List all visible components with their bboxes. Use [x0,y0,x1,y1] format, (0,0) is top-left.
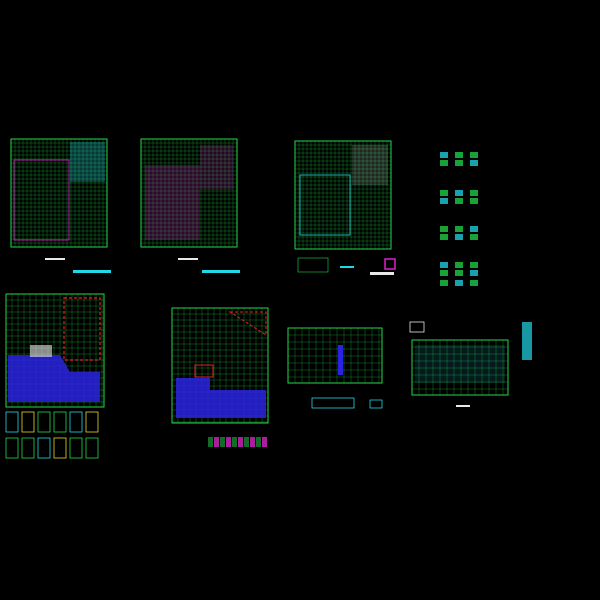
sheet-plan-2[interactable] [140,138,240,273]
sheet-plan-3-label [370,272,394,275]
detail-glyph [470,152,478,158]
detail-glyph [470,262,478,268]
detail-glyph [455,234,463,240]
detail-glyph [440,280,448,286]
legend-swatch [214,437,219,447]
detail-glyph [455,226,463,232]
detail-block [37,411,51,433]
sheet-plan-5-blue-zone [176,378,266,418]
legend-swatch [262,437,267,447]
legend-swatch [208,437,213,447]
sheet-plan-3[interactable] [294,140,396,275]
sheet-elevation-1[interactable] [287,327,383,409]
detail-block [21,411,35,433]
detail-glyph [455,198,463,204]
detail-glyph [455,190,463,196]
detail-block [53,411,67,433]
detail-block [85,411,99,433]
detail-glyph [470,234,478,240]
sheet-elevation-2-cyan-band [415,345,505,383]
sheet-plan-3-cyan-zone [299,174,351,236]
detail-glyph [455,280,463,286]
detail-block [21,437,35,459]
detail-block [5,437,19,459]
sheet-elevation-2[interactable] [409,321,532,407]
legend-swatch [250,437,255,447]
legend-swatch [256,437,261,447]
sheet-plan-1-title [45,258,65,260]
detail-block [69,437,83,459]
detail-glyph [440,226,448,232]
detail-glyph [455,270,463,276]
grid-lines [295,141,391,249]
sheet-plan-3-white-block [352,145,388,185]
sheet-plan-4-blue-zone [8,355,100,402]
sheet-elevation-1-detail [369,399,383,409]
grid-lines [288,328,382,383]
legend-swatch [220,437,225,447]
sheet-plan-4[interactable] [5,293,105,459]
detail-glyph [440,198,448,204]
detail-glyph [455,262,463,268]
sheet-plan-1-label [73,270,111,273]
sheet-plan-1-cyan-block [70,142,105,182]
sheet-plan-4-white-block [30,345,52,357]
detail-glyph [455,160,463,166]
sheet-elevation-2-legend [522,322,532,360]
sheet-plan-3-title [340,266,354,268]
detail-block [69,411,83,433]
sheet-plan-2-magenta-block [200,145,233,190]
grid-lines [412,340,508,395]
detail-glyph [470,198,478,204]
detail-block [37,437,51,459]
detail-block [53,437,67,459]
detail-glyph [440,152,448,158]
detail-glyph [470,280,478,286]
sheet-plan-3-magenta-mark [384,258,396,270]
detail-block [5,411,19,433]
sheet-plan-5[interactable] [171,307,269,447]
sheet-plan-4-red-outline [63,297,101,361]
detail-glyph [440,190,448,196]
sheet-elevation-1-section [311,397,355,409]
detail-glyph [440,234,448,240]
sheet-elevation-2-frame [411,339,509,396]
legend-swatch [244,437,249,447]
sheet-detail-column[interactable] [440,152,478,286]
sheet-plan-1-magenta-zone [13,159,70,241]
legend-swatch [232,437,237,447]
sheet-elevation-2-note [409,321,425,333]
sheet-elevation-2-title [456,405,470,407]
detail-glyph [440,160,448,166]
sheet-plan-2-magenta-zone [145,165,200,240]
detail-block [85,437,99,459]
detail-glyph [455,152,463,158]
detail-glyph [470,226,478,232]
grid-lines [141,139,237,247]
detail-glyph [440,262,448,268]
sheet-elevation-1-frame [287,327,383,384]
sheet-plan-5-red-outline [228,311,267,336]
detail-glyph [470,270,478,276]
legend-swatch [226,437,231,447]
detail-glyph [470,160,478,166]
sheet-elevation-1-blue-column [338,345,343,375]
sheet-plan-5-red-box [194,364,214,378]
detail-glyph [470,190,478,196]
detail-glyph [440,270,448,276]
sheet-plan-2-title [178,258,198,260]
sheet-plan-1[interactable] [10,138,111,273]
sheet-plan-4-frame [5,293,105,408]
grid-lines [11,139,107,247]
sheet-plan-3-legend [297,257,329,273]
sheet-plan-2-label [202,270,240,273]
legend-swatch [238,437,243,447]
